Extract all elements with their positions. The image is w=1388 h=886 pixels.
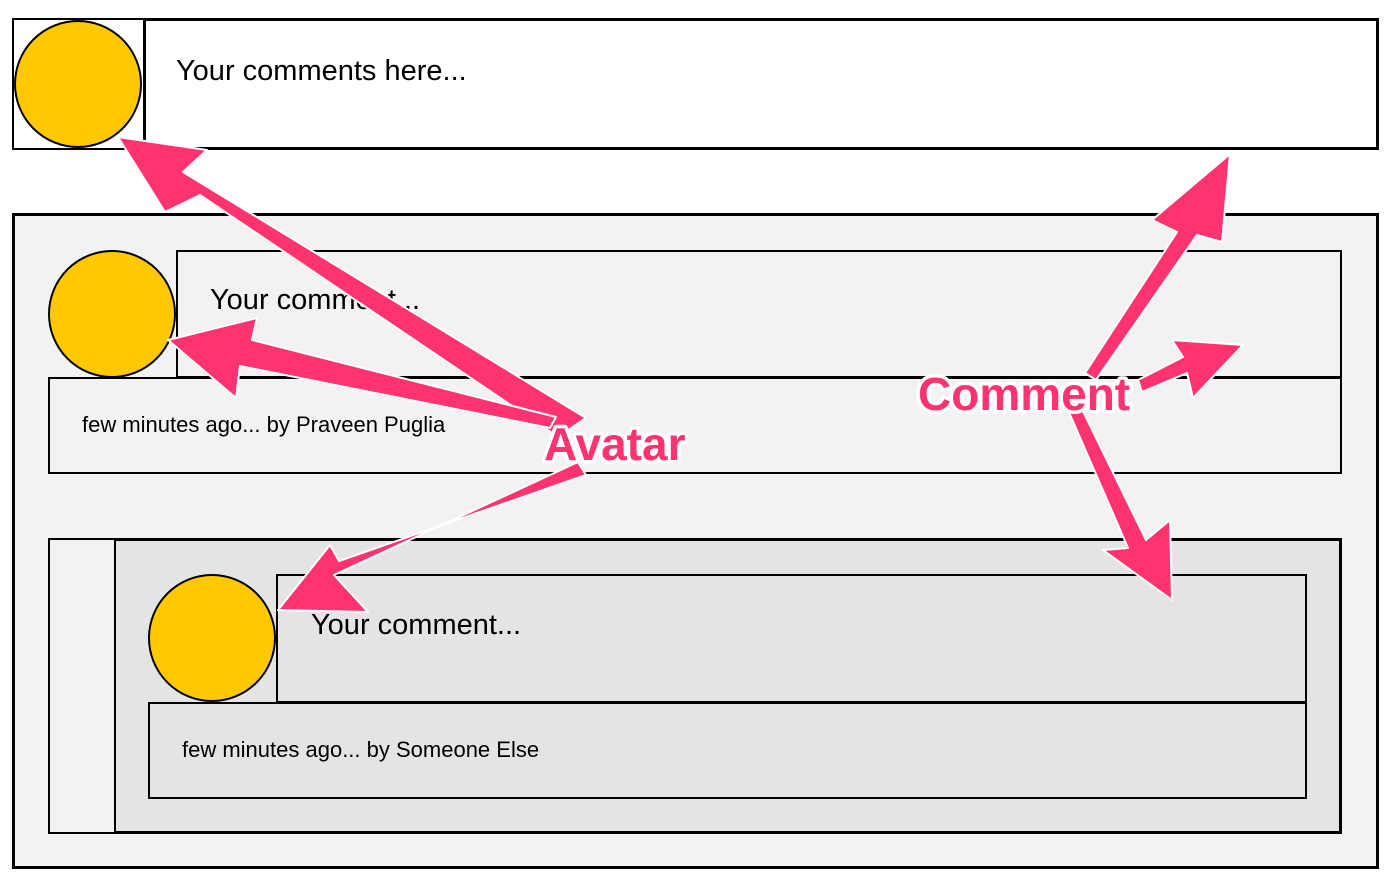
- comment-arrow-to-comment-1: [1137, 339, 1244, 399]
- comment-2-text: Your comment...: [311, 609, 522, 641]
- comment-arrow-to-comment-2: [1067, 404, 1173, 601]
- comment-1-body: [176, 250, 1342, 379]
- comment-arrow-to-new-comment: [1084, 153, 1231, 381]
- avatar-arrow-to-new-avatar: [117, 136, 587, 438]
- new-comment-avatar: [14, 20, 142, 148]
- comment-1-meta: [48, 377, 1342, 474]
- new-comment-placeholder: Your comments here...: [176, 55, 467, 87]
- comment-2-meta-text: few minutes ago... by Someone Else: [182, 737, 540, 762]
- avatar-arrow-to-comment-1-avatar: [167, 317, 557, 429]
- comment-2-avatar: [148, 574, 276, 702]
- comment-annotation-label: Comment: [918, 368, 1130, 420]
- avatar-arrow-to-comment-2-avatar: [277, 461, 587, 613]
- avatar-annotation-label: Avatar: [544, 418, 686, 470]
- new-comment-input[interactable]: [143, 18, 1379, 150]
- comment-1-meta-text: few minutes ago... by Praveen Puglia: [82, 412, 446, 437]
- comment-2-meta: [148, 702, 1307, 799]
